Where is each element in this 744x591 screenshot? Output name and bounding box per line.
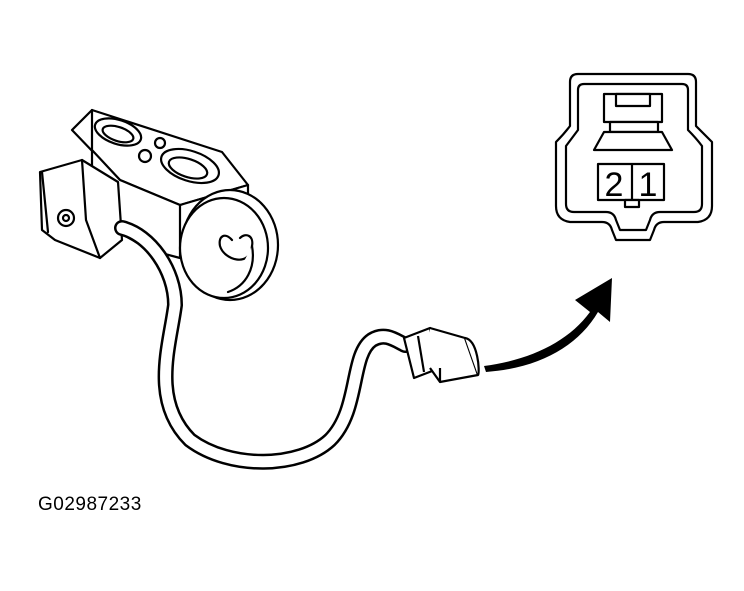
connector-face-icon <box>554 72 714 242</box>
expansion-valve-icon <box>38 108 280 302</box>
harness-plug-icon <box>402 326 480 384</box>
wire-harness-icon <box>114 220 413 470</box>
curved-arrow-icon <box>484 278 612 372</box>
pin-label-1: 1 <box>639 166 658 204</box>
pin-label-2: 2 <box>605 166 624 204</box>
figure-reference-code: G02987233 <box>38 494 142 515</box>
